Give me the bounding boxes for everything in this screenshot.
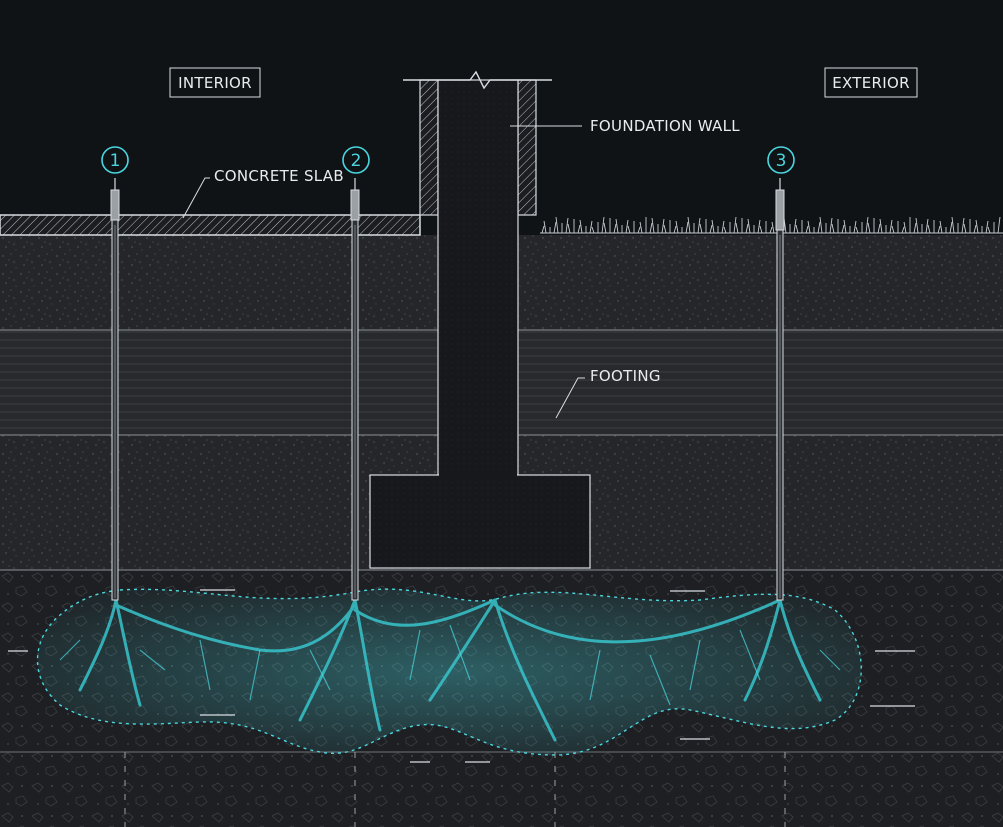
footing-label: FOOTING [590,367,661,385]
concrete-slab-label: CONCRETE SLAB [214,167,344,185]
interior-label: INTERIOR [178,74,252,92]
footing-stem-cover [439,470,517,478]
injection-point-number: 3 [776,151,787,171]
exterior-label: EXTERIOR [832,74,910,92]
exterior-grass [540,216,1003,234]
foundation-wall [437,79,519,476]
injection-point-marker-3: 3 [767,146,795,174]
injection-rod-2 [350,178,360,601]
footing [369,474,591,569]
injection-rod-1 [110,178,120,601]
footing-leader [555,377,585,419]
injection-rod-3 [775,178,785,601]
injection-point-marker-2: 2 [342,146,370,174]
foundation-wall-hatch-left [419,79,439,216]
foundation-wall-hatch-right [517,79,537,216]
wall-break-line [403,70,552,90]
injection-spread-fine [59,624,841,706]
concrete-slab [0,214,421,236]
flow-arrows [8,589,915,763]
exterior-label-box [824,67,918,98]
foundation-wall-label: FOUNDATION WALL [590,117,740,135]
interior-label-box [169,67,261,98]
injection-point-number: 1 [110,151,121,171]
concrete-slab-leader [182,177,210,219]
injection-point-marker-1: 1 [101,146,129,174]
injection-point-number: 2 [351,151,362,171]
